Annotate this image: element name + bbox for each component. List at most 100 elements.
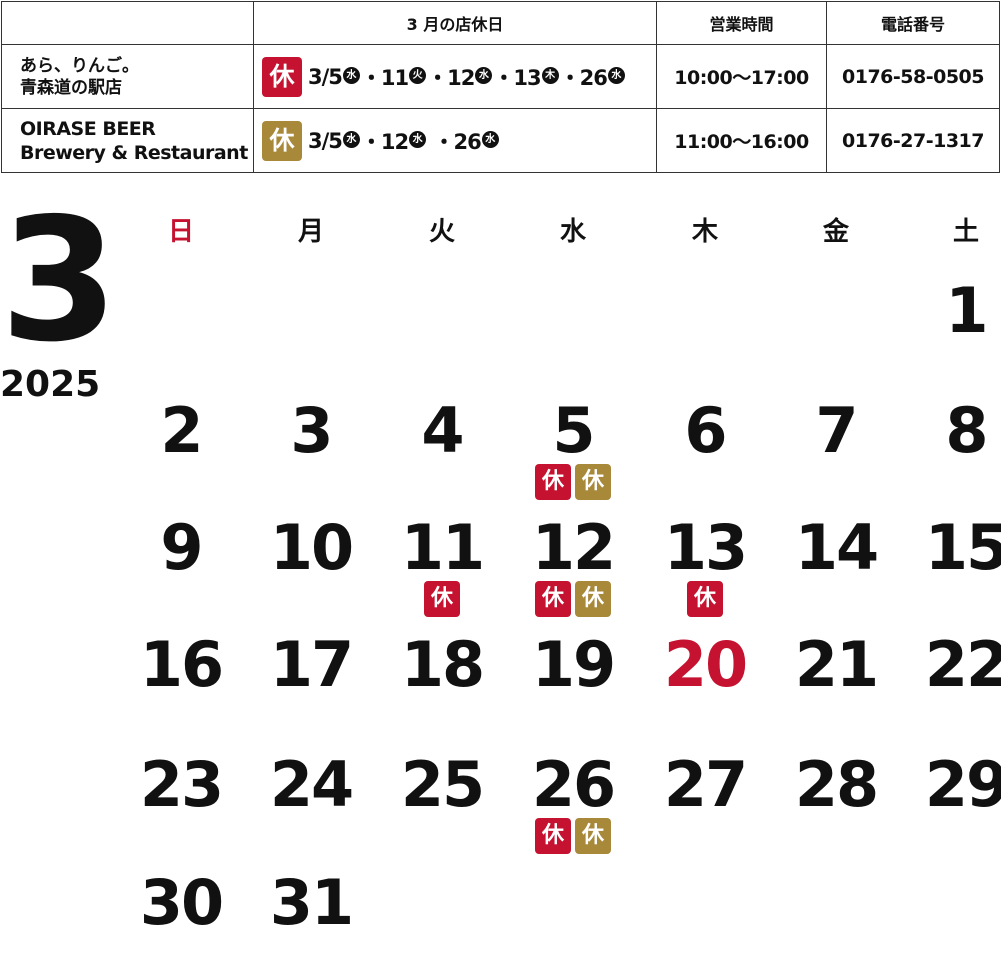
day-number: 30: [139, 866, 224, 939]
calendar-day[interactable]: 16: [121, 632, 241, 738]
closed-badge: 休: [575, 818, 611, 854]
header-phone: 電話番号: [826, 1, 1000, 45]
day-badges: [382, 818, 502, 858]
calendar-day[interactable]: 6: [645, 398, 765, 504]
weekday-circle: 水: [475, 67, 493, 84]
calendar-day[interactable]: 7: [776, 398, 896, 504]
store-name-line: 青森道の駅店: [20, 77, 122, 98]
weekday-header: 日: [167, 217, 194, 247]
calendar-day[interactable]: 28: [776, 752, 896, 858]
header-store: [1, 1, 254, 45]
day-badges: [645, 698, 765, 738]
calendar-day[interactable]: 3: [251, 398, 371, 504]
day-badges: [121, 464, 241, 504]
calendar-day[interactable]: 15: [906, 515, 1001, 621]
day-badges: 休休: [513, 581, 633, 621]
day-badges: [776, 581, 896, 621]
day-number: 2: [160, 394, 203, 467]
weekday-header: 木: [691, 217, 718, 247]
calendar-day[interactable]: 10: [251, 515, 371, 621]
calendar-day[interactable]: 22: [906, 632, 1001, 738]
phone-number[interactable]: 0176-27-1317: [826, 108, 1000, 173]
closed-badge: 休: [262, 120, 302, 161]
store-name-line: OIRASE BEER: [20, 117, 156, 140]
closed-date: ・26: [559, 65, 608, 90]
day-badges: [906, 464, 1001, 504]
year-label: 2025: [0, 364, 101, 405]
day-badges: [382, 698, 502, 738]
day-number: 8: [945, 394, 988, 467]
store-name-line: あら、りんご。: [20, 55, 139, 76]
closed-date: ・12: [427, 65, 475, 90]
calendar-day[interactable]: 8: [906, 398, 1001, 504]
day-badges: [121, 581, 241, 621]
day-badges: [645, 818, 765, 858]
day-badges: [251, 818, 371, 858]
calendar-day[interactable]: 29: [906, 752, 1001, 858]
business-hours: 11:00〜16:00: [656, 108, 827, 173]
calendar-day[interactable]: 25: [382, 752, 502, 858]
day-badges: [513, 698, 633, 738]
day-badges: 休休: [513, 818, 633, 858]
day-badges: [251, 698, 371, 738]
calendar-day[interactable]: 21: [776, 632, 896, 738]
closed-badge: 休: [535, 464, 571, 500]
closed-badge: 休: [687, 581, 723, 617]
day-number: 17: [269, 628, 354, 701]
header-hours: 営業時間: [656, 1, 827, 45]
day-number: 10: [269, 511, 354, 584]
weekday-header: 月: [297, 217, 324, 247]
business-hours: 10:00〜17:00: [656, 44, 827, 109]
day-number: 13: [663, 511, 748, 584]
store-name-line: Brewery & Restaurant: [20, 141, 248, 164]
day-number: 11: [400, 511, 485, 584]
calendar-day[interactable]: 2: [121, 398, 241, 504]
day-number: 14: [794, 511, 879, 584]
closed-badge: 休: [535, 581, 571, 617]
calendar-day[interactable]: 23: [121, 752, 241, 858]
closed-badge: 休: [575, 464, 611, 500]
calendar-day[interactable]: 27: [645, 752, 765, 858]
calendar-day[interactable]: 30: [121, 870, 241, 976]
closed-date: 3/5: [308, 64, 343, 89]
closed-badge: 休: [424, 581, 460, 617]
day-number: 19: [531, 628, 616, 701]
day-number: 20: [663, 628, 748, 701]
day-badges: [121, 936, 241, 976]
calendar-day[interactable]: 19: [513, 632, 633, 738]
day-badges: [776, 464, 896, 504]
weekday-header: 土: [952, 217, 979, 247]
day-number: 6: [684, 394, 727, 467]
day-number: 3: [290, 394, 333, 467]
day-badges: [776, 698, 896, 738]
calendar-day[interactable]: 4: [382, 398, 502, 504]
day-number: 22: [924, 628, 1001, 701]
calendar-day[interactable]: 20: [645, 632, 765, 738]
closed-badge: 休: [575, 581, 611, 617]
day-number: 9: [160, 511, 203, 584]
calendar-day[interactable]: 31: [251, 870, 371, 976]
weekday-circle: 木: [541, 67, 559, 84]
calendar-day[interactable]: 14: [776, 515, 896, 621]
calendar-day[interactable]: 9: [121, 515, 241, 621]
weekday-circle: 水: [409, 131, 427, 148]
calendar-day[interactable]: 18: [382, 632, 502, 738]
calendar-day[interactable]: 1: [906, 278, 1001, 384]
day-number: 24: [269, 748, 354, 821]
calendar-day[interactable]: 24: [251, 752, 371, 858]
month-number: 3: [0, 182, 118, 380]
closed-date: ・13: [493, 65, 541, 90]
phone-number[interactable]: 0176-58-0505: [826, 44, 1000, 109]
weekday-header: 水: [559, 217, 586, 247]
calendar-day[interactable]: 17: [251, 632, 371, 738]
day-badges: [121, 698, 241, 738]
day-number: 18: [400, 628, 485, 701]
day-number: 25: [400, 748, 485, 821]
